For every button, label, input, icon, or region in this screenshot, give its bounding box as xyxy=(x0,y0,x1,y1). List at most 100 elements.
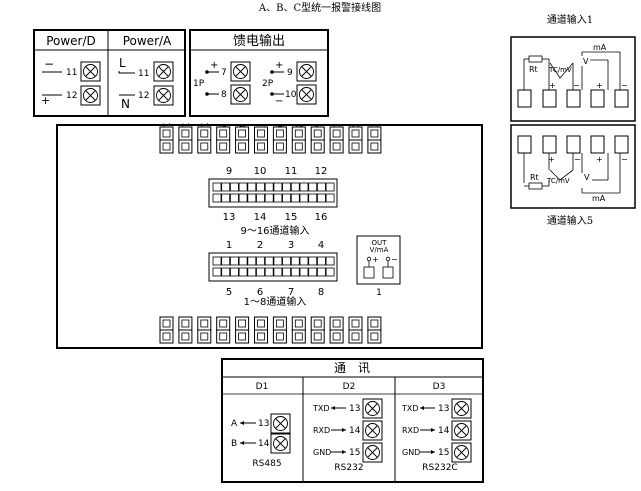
connector-pin xyxy=(325,193,335,203)
terminal-screw xyxy=(329,126,344,141)
connector-pin xyxy=(229,193,239,203)
d2-sig-gnd: GND xyxy=(313,448,331,457)
ch-upper-bottom-2: 14 xyxy=(254,212,267,223)
d3-sig-rxd: RXD xyxy=(402,426,419,435)
d2-name: RS232 xyxy=(334,463,363,473)
connector-pin xyxy=(282,182,292,192)
d1-term-13: 13 xyxy=(258,419,269,429)
terminal-screw xyxy=(254,139,268,154)
connector-pin xyxy=(212,267,222,277)
terminal-screw xyxy=(197,329,212,344)
analog-out-block: OUT V/mA + − 1 xyxy=(356,235,401,298)
feed-term-8: 8 xyxy=(221,90,227,100)
connector-pin xyxy=(256,256,265,266)
d3-sig-txd: TXD xyxy=(401,404,419,413)
connector-pin xyxy=(212,182,222,192)
ch-upper-top-1: 9 xyxy=(226,166,232,177)
feed-term-9: 9 xyxy=(287,68,293,78)
terminal-screw xyxy=(367,126,382,141)
connector-pin xyxy=(325,267,335,277)
connector-pin xyxy=(308,256,318,266)
connector-pin xyxy=(229,182,239,192)
connector-pin xyxy=(282,256,292,266)
terminal-screw xyxy=(329,316,344,331)
connector-pin xyxy=(316,182,326,192)
connector-pin xyxy=(273,256,283,266)
connector-pin xyxy=(290,267,300,277)
terminal-screw xyxy=(272,329,287,344)
connector-pin xyxy=(212,193,222,203)
feed-output-block: 馈电输出 1P + 7 8 2P + 9 − 10 xyxy=(189,29,329,117)
ch1-tc: TC/mV xyxy=(548,66,572,74)
top-terminal-strip: 121110987654321 xyxy=(159,122,382,154)
ch-upper-bottom-1: 13 xyxy=(223,212,236,223)
ch-upper-bottom-4: 16 xyxy=(315,212,328,223)
connector-pin xyxy=(308,182,318,192)
d3-sig-gnd: GND xyxy=(402,448,420,457)
feed-2p-label: 2P xyxy=(262,79,274,89)
connector-pin xyxy=(299,182,309,192)
connector-pin xyxy=(316,267,326,277)
terminal-screw xyxy=(216,316,231,331)
ch-lower-top-1: 1 xyxy=(226,240,232,251)
power-a-term-11: 11 xyxy=(138,69,149,79)
terminal-screw xyxy=(178,316,193,331)
terminal-screw xyxy=(254,316,268,331)
terminal-screw xyxy=(197,126,212,141)
terminal-screw xyxy=(159,126,174,141)
power-block: Power/D Power/A − 11 + 12 L 11 N 12 xyxy=(33,29,186,117)
terminal-screw xyxy=(254,329,268,344)
ch-upper-label: 9～16通道输入 xyxy=(240,224,309,237)
comm-d3-label: D3 xyxy=(433,382,446,392)
terminal-screw xyxy=(310,316,325,331)
d2-term-13: 13 xyxy=(349,404,360,414)
channel-input-5-diagram: + − + − TC/mV Rt V mA 通道输入5 xyxy=(510,124,636,227)
connector-pin xyxy=(316,193,326,203)
terminal-screw xyxy=(216,126,231,141)
connector-pin xyxy=(238,182,248,192)
ch-upper-bottom-3: 15 xyxy=(285,212,298,223)
ch1-ma: mA xyxy=(593,43,607,52)
terminal-screw xyxy=(348,126,363,141)
terminal-screw xyxy=(178,139,193,154)
out-label: OUT xyxy=(372,239,388,247)
connector-pin xyxy=(273,267,283,277)
terminal-screw xyxy=(291,139,306,154)
terminal-screw xyxy=(159,316,174,331)
d2-term-14: 14 xyxy=(349,426,361,436)
terminal-screw xyxy=(235,316,250,331)
connector-pin xyxy=(247,256,257,266)
ch-lower-bottom-1: 5 xyxy=(226,287,232,298)
connector-pin xyxy=(273,193,283,203)
connector-pin xyxy=(229,256,239,266)
d3-term-13: 13 xyxy=(438,404,449,414)
d2-term-15: 15 xyxy=(349,448,360,458)
d1-sig-a: A xyxy=(231,419,238,429)
ch1-minus-a: − xyxy=(573,81,580,90)
terminal-screw xyxy=(367,139,382,154)
terminal-screw xyxy=(272,316,287,331)
channel-input-1-diagram: 通道输入1 Rt TC/mV + − mA V + − xyxy=(510,13,636,122)
terminal-screw xyxy=(197,139,212,154)
connector-pin xyxy=(238,193,248,203)
ch-lower-top-4: 4 xyxy=(318,240,324,251)
ch-upper-top-2: 10 xyxy=(254,166,267,177)
connector-pin xyxy=(290,193,300,203)
connector-pin xyxy=(229,267,239,277)
terminal-screw xyxy=(291,316,306,331)
terminal-screw xyxy=(197,316,212,331)
power-a-term-12: 12 xyxy=(138,91,149,101)
connector-pin xyxy=(264,256,274,266)
terminal-screw xyxy=(159,329,174,344)
channel-9-16-group: 9 10 11 12 13 14 15 16 9～16通道输入 xyxy=(208,166,338,237)
connector-pin xyxy=(299,256,309,266)
connector-pin xyxy=(290,182,300,192)
terminal-screw xyxy=(178,126,193,141)
feed-term-10: 10 xyxy=(285,90,297,100)
diagram-title: A、B、C型统一报警接线图 xyxy=(258,1,381,14)
terminal-screw xyxy=(235,126,250,141)
out-unit: V/mA xyxy=(370,246,389,254)
ch-lower-bottom-2: 6 xyxy=(257,287,263,298)
ch-upper-top-4: 12 xyxy=(315,166,328,177)
